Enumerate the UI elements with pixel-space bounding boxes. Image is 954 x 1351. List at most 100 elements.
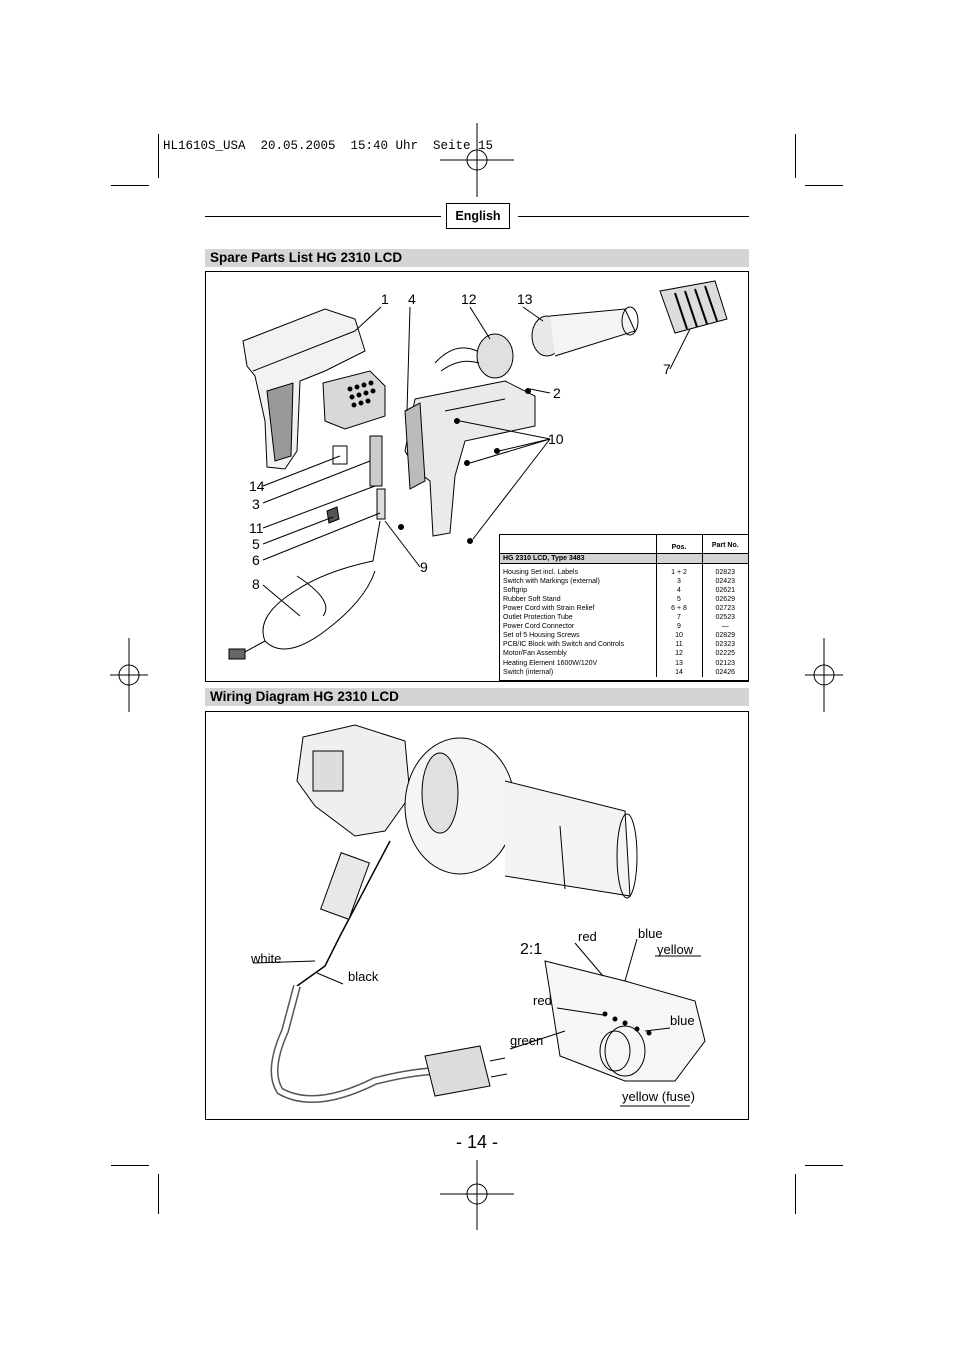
parts-cell-pos: 11 xyxy=(656,640,703,650)
parts-cell-pos: 3 xyxy=(656,576,703,586)
callout-9: 9 xyxy=(420,559,428,575)
outlet-tube-part xyxy=(659,280,728,334)
parts-cell-pos: 10 xyxy=(656,631,703,641)
parts-cell-part: 02323 xyxy=(715,641,735,649)
wire-label-blue-top: blue xyxy=(638,926,663,941)
callout-13: 13 xyxy=(517,291,533,307)
language-tab: English xyxy=(446,203,510,229)
callout-1: 1 xyxy=(381,291,389,307)
wiring-drawing xyxy=(252,724,706,1107)
parts-cell-desc: Motor/Fan Assembly xyxy=(500,649,657,659)
parts-cell-desc: Power Cord Connector xyxy=(500,622,657,632)
parts-cell-pos: 5 xyxy=(656,594,703,604)
scale-label: 2:1 xyxy=(520,941,543,958)
col-part-header: Part No. xyxy=(711,542,739,549)
wire-label-red-mid: red xyxy=(533,993,552,1008)
crop-mark xyxy=(805,185,843,186)
softgrip-part xyxy=(404,402,426,490)
parts-cell-desc: Power Cord with Strain Relief xyxy=(500,603,657,614)
parts-cell-pos: 13 xyxy=(656,658,703,668)
callout-6: 6 xyxy=(252,552,260,568)
parts-cell-part: 02423 xyxy=(715,577,735,585)
wire-label-red-top: red xyxy=(578,929,597,944)
parts-cell-part: 02621 xyxy=(715,586,735,594)
print-header: HL1610S_USA 20.05.2005 15:40 Uhr Seite 1… xyxy=(163,139,494,153)
col-pos-header: Pos. xyxy=(656,535,703,553)
wire-label-green: green xyxy=(510,1033,544,1048)
crop-mark xyxy=(805,1165,843,1166)
wire-label-blue-mid: blue xyxy=(670,1013,695,1028)
parts-cell-desc: Housing Set incl. Labels xyxy=(500,563,657,577)
callout-10: 10 xyxy=(548,431,564,447)
parts-cell-part: — xyxy=(721,623,729,631)
callout-7: 7 xyxy=(663,361,671,377)
parts-cell-pos: 1 + 2 xyxy=(656,563,703,577)
parts-cell-part: 02823 xyxy=(715,568,735,576)
parts-cell-desc: Heating Element 1600W/120V xyxy=(500,658,657,668)
parts-cell-desc: Softgrip xyxy=(500,585,657,595)
housing-right-part xyxy=(404,380,536,537)
callout-14: 14 xyxy=(249,478,265,494)
crop-mark xyxy=(111,1165,149,1166)
parts-cell-desc: Switch (internal) xyxy=(500,667,657,677)
wire-label-black: black xyxy=(348,969,379,984)
crop-mark xyxy=(158,134,159,178)
wiring-title: Wiring Diagram HG 2310 LCD xyxy=(205,688,749,706)
parts-cell-part: 02523 xyxy=(715,614,735,622)
header-rule-left xyxy=(205,216,441,217)
parts-cell-pos: 14 xyxy=(656,667,703,677)
parts-cell-part: 02426 xyxy=(715,668,735,676)
parts-table: Pos. Part No. HG 2310 LCD, Type 3483 Hou… xyxy=(499,534,749,681)
callout-11: 11 xyxy=(249,520,264,536)
crop-mark xyxy=(795,1174,796,1214)
parts-cell-part: 02225 xyxy=(715,650,735,658)
parts-cell-part: 02829 xyxy=(715,632,735,640)
crop-mark xyxy=(795,134,796,178)
power-cord-part xyxy=(262,520,381,650)
parts-cell-pos: 4 xyxy=(656,585,703,595)
plug-part xyxy=(424,1045,491,1097)
parts-cell-pos: 6 + 8 xyxy=(656,603,703,614)
parts-cell-desc: Outlet Protection Tube xyxy=(500,613,657,623)
parts-cell-pos: 12 xyxy=(656,649,703,659)
callout-4: 4 xyxy=(408,291,416,307)
wire-label-yellow: yellow xyxy=(657,942,694,957)
parts-cell-part: 02629 xyxy=(715,595,735,603)
cord-part xyxy=(270,984,441,1103)
parts-row: Switch (internal)14 02426 xyxy=(500,667,748,677)
parts-cell-pos: 9 xyxy=(656,622,703,632)
parts-cell-desc: Set of 5 Housing Screws xyxy=(500,631,657,641)
crop-mark xyxy=(158,1174,159,1214)
pcb-block-part xyxy=(322,370,386,430)
parts-row: Switch with Markings (external)3 02423 xyxy=(500,576,748,586)
callout-5: 5 xyxy=(252,536,260,552)
callout-2: 2 xyxy=(553,385,561,401)
exploded-view-drawing xyxy=(228,280,728,660)
page-number: - 14 - xyxy=(455,1132,498,1152)
callout-12: 12 xyxy=(461,291,477,307)
callout-3: 3 xyxy=(252,496,260,512)
callout-8: 8 xyxy=(252,576,260,592)
spare-parts-title: Spare Parts List HG 2310 LCD xyxy=(205,249,749,267)
parts-cell-part: 02723 xyxy=(715,604,735,612)
parts-cell-desc: Switch with Markings (external) xyxy=(500,576,657,586)
exploded-view-frame xyxy=(205,271,749,682)
wire-label-white: white xyxy=(251,951,282,966)
header-rule-right xyxy=(518,216,749,217)
parts-cell-pos: 7 xyxy=(656,613,703,623)
parts-cell-part: 02123 xyxy=(715,659,735,667)
crop-mark xyxy=(111,185,149,186)
parts-cell-desc: PCB/IC Block with Switch and Controls xyxy=(500,640,657,650)
parts-cell-desc: Rubber Soft Stand xyxy=(500,594,657,604)
